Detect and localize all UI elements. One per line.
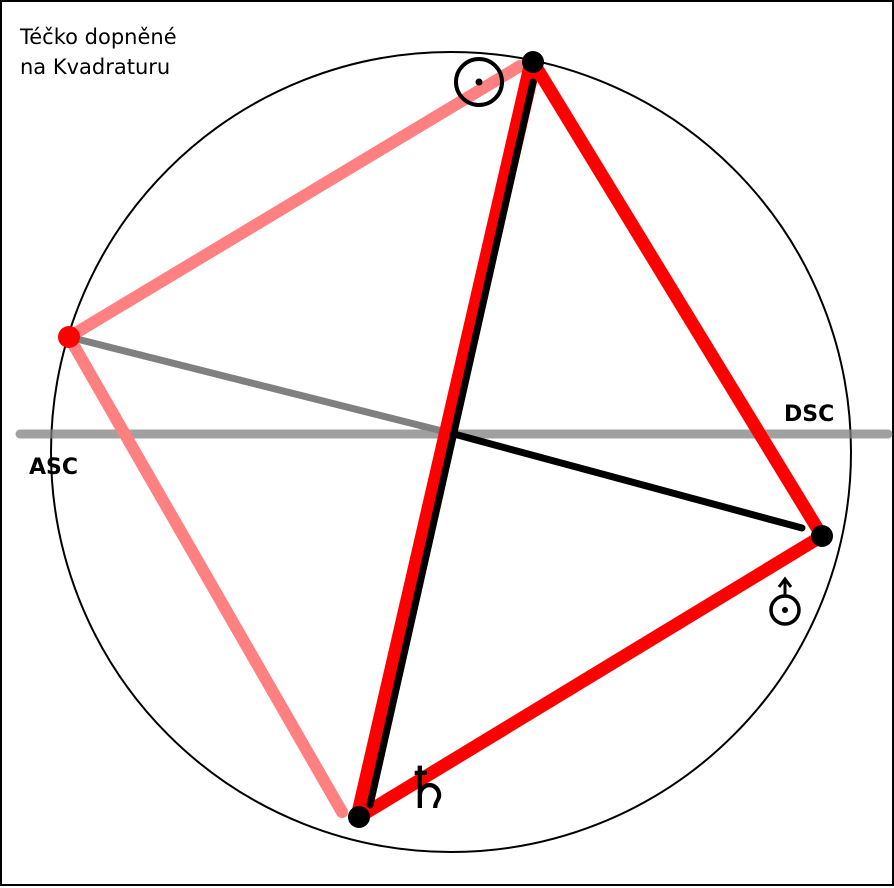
diagram-title: Téčko dopněné na Kvadraturu bbox=[20, 22, 177, 82]
title-line-2: na Kvadraturu bbox=[20, 55, 171, 79]
empty-point-radius-line bbox=[65, 333, 458, 438]
sun-icon bbox=[454, 57, 504, 107]
opposition-line bbox=[366, 78, 537, 809]
dsc-label: DSC bbox=[784, 402, 834, 427]
title-line-1: Téčko dopněné bbox=[20, 25, 177, 49]
tsquare-line-sun-uranus bbox=[526, 55, 829, 543]
uranus-icon bbox=[769, 576, 801, 626]
sun-point bbox=[522, 51, 544, 73]
saturn-point bbox=[348, 806, 370, 828]
chart-circle bbox=[50, 51, 852, 853]
tsquare-line-uranus-saturn bbox=[352, 529, 829, 824]
tsquare-line-saturn-sun bbox=[350, 53, 542, 826]
uranus-radius-line bbox=[450, 430, 806, 532]
uranus-point bbox=[811, 525, 833, 547]
saturn-icon: ♄ bbox=[402, 754, 454, 822]
empty-point bbox=[58, 326, 80, 348]
completion-line-upper bbox=[63, 60, 526, 343]
asc-label: ASC bbox=[29, 455, 78, 480]
completion-line-lower bbox=[63, 331, 348, 818]
